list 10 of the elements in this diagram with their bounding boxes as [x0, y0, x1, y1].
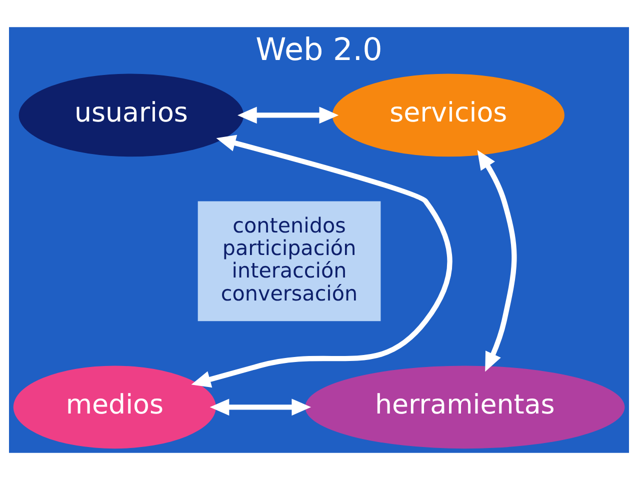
arrow	[237, 106, 338, 124]
node-ellipse: servicios	[332, 74, 564, 157]
arrow	[476, 150, 516, 372]
node-ellipse: usuarios	[18, 74, 244, 157]
arrow	[190, 134, 452, 388]
diagram-title: Web 2.0	[255, 32, 382, 68]
node-ellipse: medios	[12, 366, 216, 449]
node-box: contenidos participación interacción conversación	[197, 201, 380, 322]
arrow	[209, 398, 311, 416]
node-ellipse: herramientas	[304, 366, 624, 449]
